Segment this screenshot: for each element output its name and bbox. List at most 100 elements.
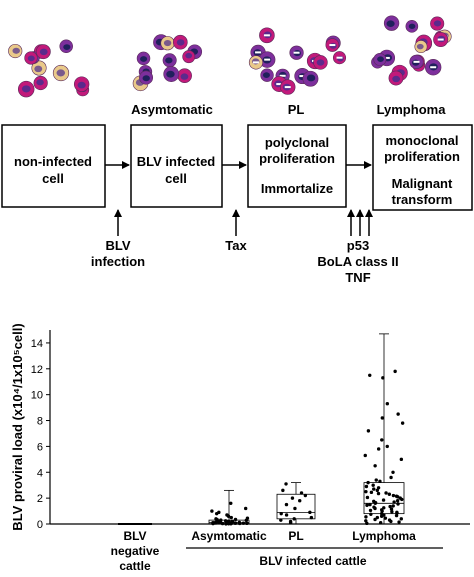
box-polyclonal-line3: Immortalize	[261, 181, 333, 196]
box-non-infected-line2: cell	[42, 171, 64, 186]
data-point	[309, 515, 314, 520]
data-point	[399, 457, 404, 462]
data-point	[397, 520, 401, 524]
data-point	[299, 491, 304, 495]
data-point	[373, 517, 377, 522]
data-point	[392, 500, 396, 504]
data-point	[395, 511, 399, 515]
data-point	[210, 509, 214, 513]
cell-nucleus-icon	[63, 44, 71, 50]
stage-label-asymptomatic: Asymtomatic	[131, 102, 213, 117]
data-point	[365, 495, 370, 500]
data-point	[220, 521, 225, 526]
data-point	[398, 496, 402, 500]
data-point	[368, 502, 372, 507]
y-tick-label: 0	[37, 519, 43, 531]
data-point	[290, 496, 295, 500]
data-point	[369, 512, 373, 516]
data-point	[365, 503, 369, 507]
cell-nucleus-icon	[180, 73, 189, 80]
data-point	[233, 517, 238, 522]
data-point	[288, 519, 293, 524]
data-point	[378, 479, 382, 484]
box-blv-infected-line1: BLV infected	[137, 154, 216, 169]
box-monoclonal	[372, 124, 473, 211]
x-category-label: PL	[288, 529, 303, 543]
data-point	[372, 505, 376, 509]
data-point	[241, 521, 246, 525]
data-point	[376, 447, 381, 451]
cell-nucleus-icon	[27, 55, 35, 62]
stage-label-lymphoma: Lymphoma	[377, 102, 447, 117]
cell-nucleus-icon	[176, 39, 185, 46]
data-point	[396, 412, 400, 416]
x-category-label: Asymtomatic	[191, 529, 267, 543]
data-point	[237, 520, 242, 525]
data-point	[379, 511, 384, 516]
virus-marker-icon	[299, 75, 306, 78]
virus-marker-icon	[263, 34, 270, 37]
data-point	[374, 478, 378, 482]
data-point	[391, 504, 395, 508]
data-point	[378, 521, 383, 525]
data-point	[376, 491, 381, 496]
data-point	[366, 480, 370, 485]
cell-nucleus-icon	[77, 81, 86, 89]
virus-marker-icon	[264, 58, 271, 61]
data-point	[368, 373, 372, 377]
data-point	[373, 464, 377, 468]
data-point	[308, 510, 312, 515]
cell-cluster-lymphoma	[371, 15, 452, 86]
virus-marker-icon	[329, 44, 336, 47]
cell-nucleus-icon	[163, 39, 172, 47]
data-point	[233, 521, 238, 525]
data-point	[391, 493, 396, 498]
data-point	[243, 506, 248, 511]
data-point	[225, 513, 229, 517]
data-point	[245, 521, 249, 526]
data-point	[229, 501, 233, 506]
data-point	[366, 429, 371, 433]
cell-nucleus-icon	[262, 72, 270, 78]
cell-nucleus-icon	[416, 43, 424, 50]
box-blv-infected	[130, 124, 223, 208]
data-point	[389, 507, 394, 511]
cell-nucleus-icon	[408, 23, 416, 29]
x-category-label: BLV	[123, 529, 146, 543]
data-point	[385, 402, 390, 406]
data-point	[281, 488, 285, 493]
data-point	[284, 513, 289, 517]
data-point	[375, 488, 379, 493]
cell-nucleus-icon	[34, 65, 43, 73]
box-pl	[276, 482, 316, 524]
trigger-p53: p53	[347, 238, 369, 253]
data-point	[363, 453, 367, 458]
trigger-blv-infection-line2: infection	[91, 254, 145, 269]
data-point	[396, 502, 400, 506]
box-non-infected	[1, 124, 106, 208]
y-tick-label: 12	[31, 364, 43, 376]
data-point	[375, 515, 380, 520]
data-point	[394, 513, 399, 518]
data-point	[292, 517, 296, 521]
trigger-tax: Tax	[225, 238, 247, 253]
box-polyclonal	[247, 124, 347, 208]
cell-nucleus-icon	[21, 85, 31, 93]
data-point	[224, 522, 228, 526]
trigger-blv-infection-line1: BLV	[105, 238, 130, 253]
data-point	[382, 506, 386, 510]
cell-nucleus-icon	[36, 79, 44, 86]
virus-marker-icon	[293, 51, 300, 54]
virus-marker-icon	[383, 56, 390, 59]
box-blv-infected-line2: cell	[165, 171, 187, 186]
y-tick-label: 6	[37, 441, 43, 453]
cell-nucleus-icon	[142, 75, 150, 82]
box-polyclonal-line2: proliferation	[259, 151, 335, 166]
cell-nucleus-icon	[386, 20, 395, 28]
data-point	[298, 499, 302, 503]
cell-nucleus-icon	[39, 48, 48, 56]
y-axis-label: BLV proviral load (x10⁴/1x10⁵cell)	[10, 323, 25, 530]
cell-nucleus-icon	[140, 56, 148, 62]
cell-nucleus-icon	[165, 57, 173, 64]
